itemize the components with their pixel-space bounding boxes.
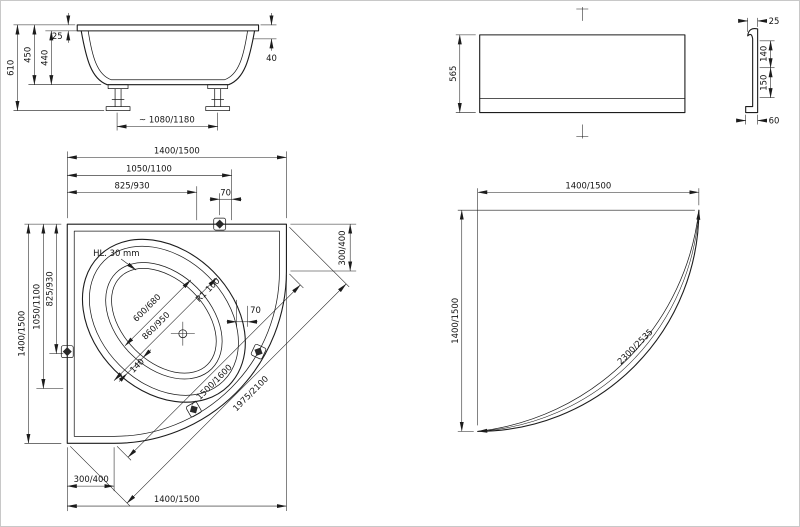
bath-front-outline — [76, 24, 260, 86]
dim-left-mid: 1050/1100 — [31, 284, 41, 330]
bath-plan-dimensions — [24, 151, 357, 512]
dim-apron-upper: 140 — [759, 46, 769, 62]
dim-bottom-tab: 300/400 — [74, 474, 109, 484]
dim-side-tab: 300/400 — [337, 230, 347, 265]
dim-rim-offset: 70 — [250, 305, 261, 315]
apron-profile-section — [745, 28, 759, 114]
dim-apron-top-lip: 25 — [769, 16, 780, 26]
dim-drain-offset: 140 — [128, 356, 146, 374]
dim-shell-height: 450 — [22, 47, 32, 63]
drain-icon — [170, 321, 195, 346]
grab-handle-icon — [213, 217, 227, 231]
dim-top-offset: 70 — [220, 187, 231, 197]
apron-plan-inner-arc — [477, 209, 700, 432]
dim-top-mid: 1050/1100 — [126, 163, 172, 173]
dim-depth: 440 — [39, 50, 49, 66]
apron-plan-mid-arc — [477, 209, 701, 433]
apron-plan-outer-arc — [477, 209, 700, 432]
bath-foot-left-icon — [105, 84, 131, 111]
dim-top-overall: 1400/1500 — [154, 145, 200, 155]
dim-apron-plan-width: 1400/1500 — [565, 180, 611, 190]
dim-feet-span: ~ 1080/1180 — [139, 115, 195, 125]
dim-apron-arc-length: 2300/2535 — [615, 327, 655, 367]
grab-handle-icon — [60, 345, 74, 359]
bath-front-dimensions — [13, 12, 277, 131]
bath-foot-right-icon — [205, 84, 231, 111]
dim-left-inner: 825/930 — [44, 271, 54, 306]
dim-rim-edge: 40 — [266, 53, 277, 63]
bath-plan-view: 1400/1500 1050/1100 825/930 70 1400/1500… — [16, 145, 357, 512]
apron-plan-dimensions — [457, 188, 700, 432]
apron-front-dimensions — [455, 17, 775, 125]
center-mark-icon — [576, 6, 589, 139]
dim-top-inner: 825/930 — [114, 180, 149, 190]
dim-rim: 25 — [52, 31, 63, 41]
bath-front-view: 610 450 440 25 40 ~ 1080/1180 — [5, 12, 277, 131]
note-headrest: HL. 30 mm — [93, 248, 139, 258]
apron-front-view: 565 25 140 150 60 — [448, 6, 780, 139]
dim-apron-base: 60 — [769, 116, 780, 126]
apron-plan-view: 1400/1500 1400/1500 2300/2535 — [450, 180, 701, 433]
dim-apron-height: 565 — [448, 66, 458, 82]
dim-bottom-overall: 1400/1500 — [154, 494, 200, 504]
dim-apron-plan-height: 1400/1500 — [450, 298, 460, 344]
dim-overall-height: 610 — [5, 60, 15, 76]
dim-apron-lower: 150 — [759, 75, 769, 91]
dim-left-overall: 1400/1500 — [16, 311, 26, 357]
grab-handle-icon — [250, 344, 267, 360]
apron-front-outline — [479, 34, 686, 114]
